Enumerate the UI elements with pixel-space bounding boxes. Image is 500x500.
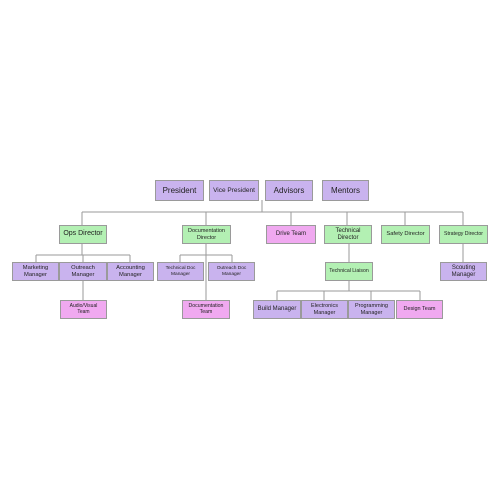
node-outreach-manager: Outreach Manager (59, 262, 107, 281)
node-vice-president: Vice President (209, 180, 259, 201)
node-design-team: Design Team (396, 300, 443, 319)
node-programming-manager: Programming Manager (348, 300, 395, 319)
node-electronics-manager: Electronics Manager (301, 300, 348, 319)
node-outreach-doc-manager: Outreach Doc Manager (208, 262, 255, 281)
node-scouting-manager: Scouting Manager (440, 262, 487, 281)
node-build-manager: Build Manager (253, 300, 301, 319)
node-drive-team: Drive Team (266, 225, 316, 244)
node-technical-doc-manager: Technical Doc Manager (157, 262, 204, 281)
node-documentation-team: Documentation Team (182, 300, 230, 319)
node-mentors: Mentors (322, 180, 369, 201)
node-strategy-director: Strategy Director (439, 225, 488, 244)
node-president: President (155, 180, 204, 201)
node-documentation-director: Documentation Director (182, 225, 231, 244)
node-safety-director: Safety Director (381, 225, 430, 244)
node-accounting-manager: Accounting Manager (107, 262, 154, 281)
node-advisors: Advisors (265, 180, 313, 201)
node-technical-director: Technical Director (324, 225, 372, 244)
node-technical-liaison: Technical Liaison (325, 262, 373, 281)
node-ops-director: Ops Director (59, 225, 107, 244)
node-marketing-manager: Marketing Manager (12, 262, 59, 281)
node-audio-visual-team: Audio/Visual Team (60, 300, 107, 319)
